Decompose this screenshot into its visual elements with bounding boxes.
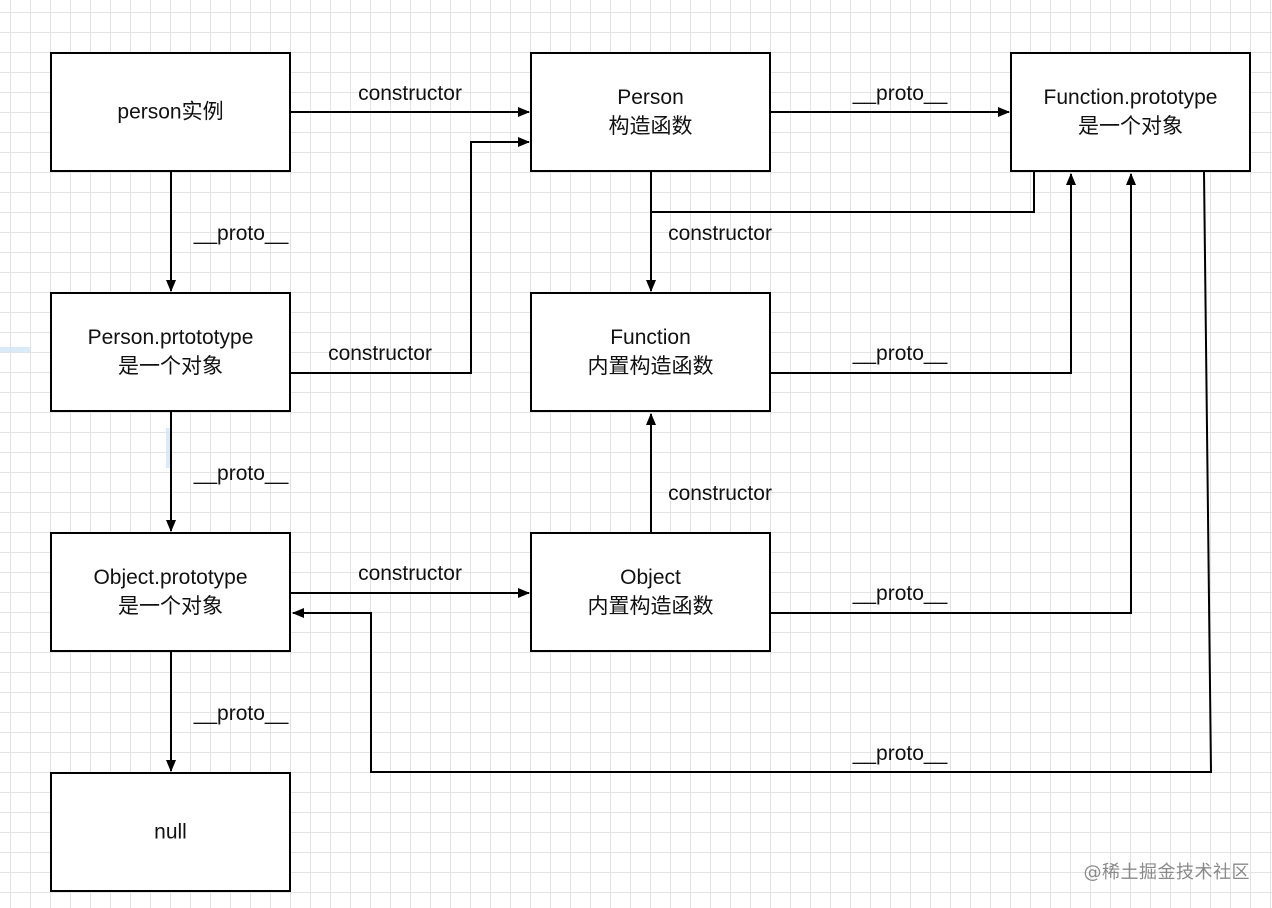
arrow-function-prototype-to-object-prototype bbox=[292, 171, 1213, 773]
edge-label-instance-to-person-constructor: constructor bbox=[358, 82, 462, 105]
node-label-person-constructor-0: Person bbox=[617, 86, 684, 109]
node-label-person-constructor-1: 构造函数 bbox=[609, 115, 693, 138]
arrow-person-prototype-to-person-constructor bbox=[291, 137, 530, 374]
node-box-object-prototype bbox=[50, 532, 291, 652]
node-label-person-prototype-1: 是一个对象 bbox=[118, 355, 223, 378]
node-label-function-prototype-0: Function.prototype bbox=[1044, 86, 1218, 109]
edge-label-person-to-function-prototype: __proto__ bbox=[852, 82, 948, 105]
node-label-person-prototype-0: Person.prtototype bbox=[88, 326, 254, 349]
node-label-object-builtin-0: Object bbox=[620, 566, 681, 589]
edge-label-function-builtin-to-function-prototype: __proto__ bbox=[852, 342, 948, 365]
node-person-instance: person实例 bbox=[50, 52, 291, 172]
arrow-function-builtin-to-function-prototype bbox=[771, 173, 1076, 374]
edge-label-instance-to-person-prototype: __proto__ bbox=[193, 222, 289, 245]
node-box-function-prototype bbox=[1010, 52, 1251, 172]
faint-arrow-stub-down bbox=[166, 428, 171, 468]
node-person-constructor: Person 构造函数 bbox=[530, 52, 771, 172]
nodes-layer: person实例 Person 构造函数 Function.prototype 是一个对… bbox=[50, 52, 1251, 892]
node-label-function-builtin-0: Function bbox=[610, 326, 691, 349]
node-label-null-0: null bbox=[154, 821, 187, 844]
edge-labels-layer: constructor __proto__ __proto__ constructor… bbox=[193, 82, 948, 765]
faint-arrow-stub-left bbox=[0, 347, 30, 352]
node-label-function-prototype-1: 是一个对象 bbox=[1078, 115, 1183, 138]
node-null: null bbox=[50, 772, 291, 892]
connector-person-to-function-builtin bbox=[651, 172, 1035, 213]
arrow-object-builtin-to-function-prototype bbox=[771, 173, 1136, 614]
node-box-person-instance bbox=[50, 52, 291, 172]
edge-label-object-prototype-to-object-builtin: constructor bbox=[358, 562, 462, 585]
node-label-person-instance-0: person实例 bbox=[117, 101, 223, 124]
node-function-builtin: Function 内置构造函数 bbox=[530, 292, 771, 412]
node-function-prototype: Function.prototype 是一个对象 bbox=[1010, 52, 1251, 172]
edge-label-object-builtin-to-function-builtin: constructor bbox=[668, 482, 772, 505]
node-box-person-constructor bbox=[530, 52, 771, 172]
node-box-function-builtin bbox=[530, 292, 771, 412]
edges-layer bbox=[166, 107, 1213, 773]
node-label-object-builtin-1: 内置构造函数 bbox=[588, 595, 714, 618]
node-box-object-builtin bbox=[530, 532, 771, 652]
edge-label-object-builtin-to-function-prototype: __proto__ bbox=[852, 582, 948, 605]
edge-label-function-prototype-to-object-prototype: __proto__ bbox=[852, 742, 948, 765]
node-box-person-prototype bbox=[50, 292, 291, 412]
edge-label-object-prototype-to-null: __proto__ bbox=[193, 702, 289, 725]
edge-label-person-to-function-builtin: constructor bbox=[668, 222, 772, 245]
node-person-prototype: Person.prtototype 是一个对象 bbox=[50, 292, 291, 412]
node-label-object-prototype-1: 是一个对象 bbox=[118, 595, 223, 618]
node-label-function-builtin-1: 内置构造函数 bbox=[588, 355, 714, 378]
edge-label-person-prototype-to-object-prototype: __proto__ bbox=[193, 462, 289, 485]
node-object-builtin: Object 内置构造函数 bbox=[530, 532, 771, 652]
watermark: @稀土掘金技术社区 bbox=[1083, 862, 1250, 883]
edge-label-person-prototype-to-person-constructor: constructor bbox=[328, 342, 432, 365]
node-box-null bbox=[50, 772, 291, 892]
node-label-object-prototype-0: Object.prototype bbox=[93, 566, 247, 589]
node-object-prototype: Object.prototype 是一个对象 bbox=[50, 532, 291, 652]
